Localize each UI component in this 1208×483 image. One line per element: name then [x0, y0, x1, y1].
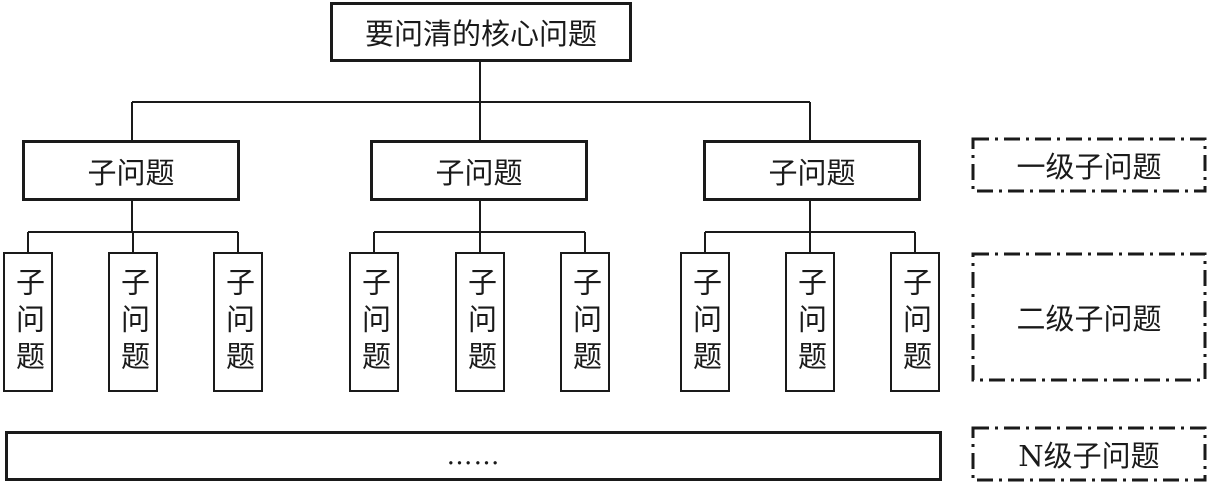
level-label-second: 二级子问题: [973, 254, 1205, 380]
level-label-second-text: 二级子问题: [1016, 302, 1162, 336]
level2-box-9: 子问题: [890, 252, 940, 392]
level-label-first: 一级子问题: [973, 139, 1205, 191]
level2-label: 子问题: [568, 266, 603, 378]
level1-label: 子问题: [87, 155, 175, 190]
level-frame-second: [971, 252, 1207, 382]
level-label-nth-text: N级子问题: [1018, 439, 1160, 473]
level2-label: 子问题: [116, 266, 151, 378]
levelN-ellipsis: ……: [446, 441, 501, 471]
level2-label: 子问题: [463, 266, 498, 378]
level2-box-6: 子问题: [560, 252, 610, 392]
level-frame-first: [971, 137, 1207, 193]
level2-box-4: 子问题: [349, 252, 399, 392]
level-label-first-text: 一级子问题: [1016, 150, 1162, 184]
level2-box-7: 子问题: [680, 252, 730, 392]
level2-box-8: 子问题: [785, 252, 835, 392]
level1-box-2: 子问题: [370, 140, 588, 201]
levelN-bar: ……: [5, 431, 942, 481]
level2-label: 子问题: [688, 266, 723, 378]
level1-box-3: 子问题: [703, 140, 921, 201]
level2-label: 子问题: [793, 266, 828, 378]
root-issue-box: 要问清的核心问题: [330, 2, 632, 62]
level2-box-2: 子问题: [108, 252, 158, 392]
level1-box-1: 子问题: [22, 140, 240, 201]
root-issue-label: 要问清的核心问题: [364, 17, 597, 51]
level2-label: 子问题: [357, 266, 392, 378]
level1-label: 子问题: [768, 155, 856, 190]
level-frame-nth: [971, 426, 1207, 482]
level2-label: 子问题: [898, 266, 933, 378]
level2-box-5: 子问题: [455, 252, 505, 392]
level2-label: 子问题: [11, 266, 46, 378]
level1-label: 子问题: [435, 155, 523, 190]
level2-box-3: 子问题: [213, 252, 263, 392]
level2-box-1: 子问题: [3, 252, 53, 392]
level2-label: 子问题: [221, 266, 256, 378]
level-label-nth: N级子问题: [973, 428, 1205, 480]
